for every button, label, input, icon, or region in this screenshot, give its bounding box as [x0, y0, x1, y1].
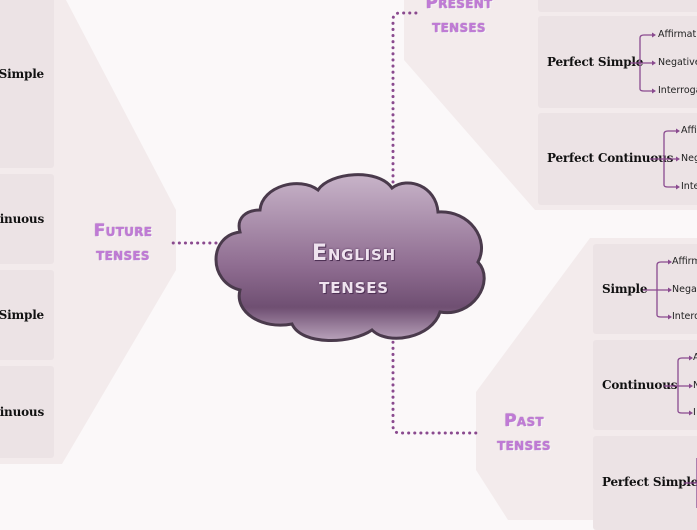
present-leaf[interactable]: Affirmati [658, 29, 697, 40]
past-item-label: Continuous [602, 378, 678, 392]
future-title-line1: Future [93, 221, 153, 241]
center-title[interactable]: English tenses [272, 237, 436, 303]
present-leaf[interactable]: Negative [658, 57, 697, 68]
present-tenses-title[interactable]: Present tenses [400, 0, 518, 39]
center-cloud-shape [214, 173, 486, 342]
connector-past [391, 328, 482, 435]
future-item-card[interactable] [0, 174, 54, 264]
past-leaf[interactable]: Negat [672, 284, 697, 295]
future-item-label: ontinuous [0, 405, 44, 419]
future-tenses-title[interactable]: Future tenses [70, 219, 176, 267]
present-leaf[interactable]: Affi [681, 125, 697, 136]
present-title-line2: tenses [432, 17, 486, 37]
past-title-line2: tenses [497, 435, 551, 455]
present-item-card-top [538, 0, 697, 12]
center-title-line1: English [312, 241, 396, 266]
past-leaf[interactable]: A [693, 352, 697, 363]
future-title-line2: tenses [96, 245, 150, 265]
center-title-line2: tenses [319, 274, 389, 299]
past-item-card[interactable] [593, 436, 697, 530]
present-item-card[interactable] [538, 16, 697, 108]
future-item-card[interactable] [0, 270, 54, 360]
present-item-label: Perfect Continuous [547, 151, 674, 165]
present-leaf[interactable]: Neg [681, 153, 697, 164]
past-tenses-title[interactable]: Past tenses [472, 409, 576, 457]
future-item-label: t Simple [0, 308, 44, 322]
present-leaf[interactable]: Inte [681, 181, 697, 192]
future-item-label: e - Simple [0, 67, 44, 81]
past-title-line1: Past [504, 411, 544, 431]
future-item-card[interactable] [0, 366, 54, 458]
future-item-card[interactable] [0, 0, 54, 168]
future-item-label: ontinuous [0, 212, 44, 226]
past-leaf[interactable]: Affirm [672, 256, 697, 267]
past-item-label: Perfect Simple [602, 475, 697, 489]
past-item-label: Simple [602, 282, 648, 296]
present-leaf[interactable]: Interroga [658, 85, 697, 96]
past-leaf[interactable]: I [693, 407, 696, 418]
present-title-line1: Present [425, 0, 493, 13]
past-leaf[interactable]: Intero [672, 311, 697, 322]
present-item-label: Perfect Simple [547, 55, 644, 69]
past-leaf[interactable]: N [693, 380, 697, 391]
